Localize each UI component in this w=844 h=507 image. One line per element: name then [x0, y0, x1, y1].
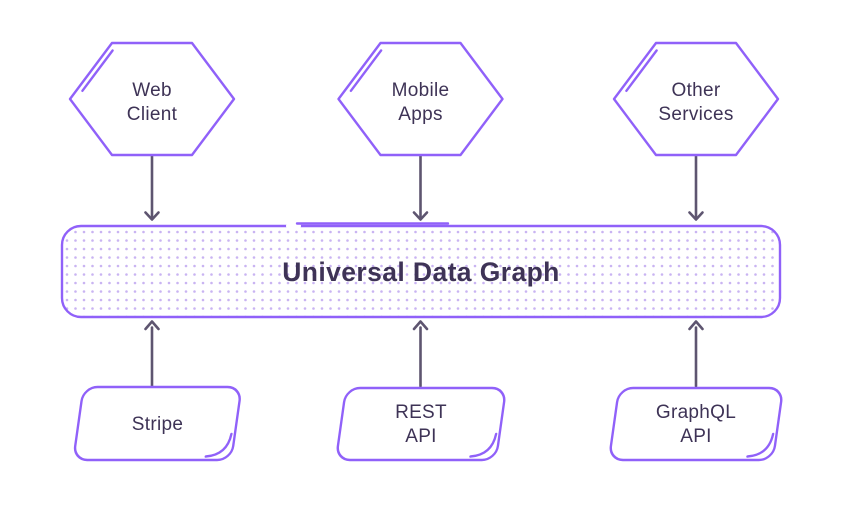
- graphql-api-label-line2: API: [680, 426, 712, 447]
- node-graphql-api-group: [609, 386, 783, 462]
- node-graphql-api-shape: [609, 386, 783, 462]
- label-layer: Web Client Mobile Apps Other Services Un…: [127, 80, 736, 447]
- node-other-services-hexagon: [612, 41, 780, 157]
- node-stripe-shape: [73, 385, 241, 462]
- stripe-label: Stripe: [132, 414, 183, 435]
- web-client-label-line1: Web: [132, 80, 172, 101]
- sketch-accent-rest-api-corner: [469, 432, 498, 458]
- universal-data-graph-bar: [60, 224, 782, 319]
- arrowhead-down-other-services: [688, 211, 704, 221]
- sketch-accent-graphql-api-corner: [746, 432, 775, 458]
- node-stripe-group: [73, 385, 241, 462]
- sketch-accent-mobile-apps: [349, 49, 383, 93]
- node-rest-api-group: [336, 386, 506, 462]
- rest-api-label-line2: API: [405, 426, 437, 447]
- arrowhead-down-web-client: [144, 211, 160, 221]
- arrowhead-up-graphql-api: [688, 320, 704, 331]
- arrowhead-down-mobile-apps: [412, 211, 429, 221]
- universal-data-graph-title: Universal Data Graph: [282, 257, 560, 287]
- sketch-accent-other-services: [625, 49, 658, 93]
- web-client-label-line2: Client: [127, 104, 178, 125]
- node-rest-api-shape: [336, 386, 506, 462]
- node-mobile-apps-hexagon: [337, 41, 504, 157]
- node-web-client-hexagon: [68, 41, 236, 157]
- sketch-accent-stripe-corner: [204, 432, 233, 458]
- other-services-label-line1: Other: [671, 80, 720, 101]
- arrowhead-up-stripe: [144, 320, 160, 331]
- graphql-api-label-line1: GraphQL: [656, 402, 736, 423]
- shape-layer: [60, 41, 783, 462]
- arrow-layer: [144, 153, 704, 388]
- arrowhead-up-rest-api: [412, 320, 429, 331]
- mobile-apps-label-line1: Mobile: [392, 80, 450, 101]
- mobile-apps-label-line2: Apps: [398, 104, 443, 125]
- sketch-accent-web-client: [81, 49, 114, 93]
- other-services-label-line2: Services: [658, 104, 733, 125]
- rest-api-label-line1: REST: [395, 402, 447, 423]
